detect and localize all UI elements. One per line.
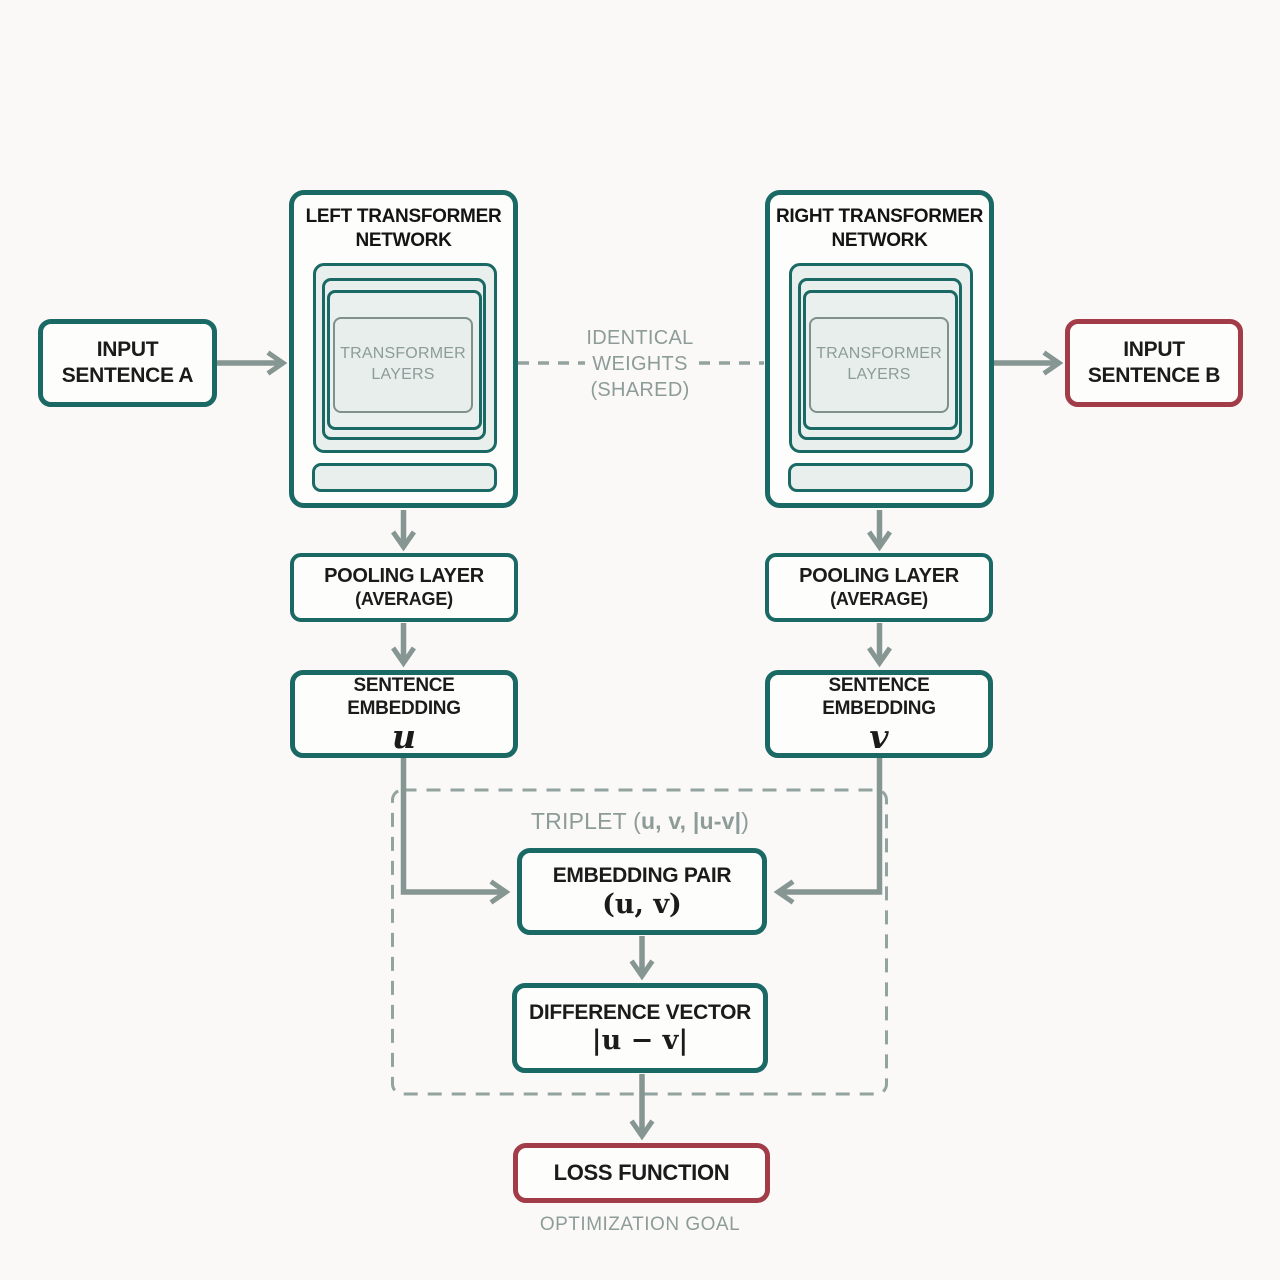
left-pooling-layer-box: POOLING LAYER (AVERAGE) (290, 553, 518, 622)
loss-function-box: LOSS FUNCTION (513, 1143, 770, 1203)
right-transformer-output-bar (788, 463, 973, 492)
embedding-pair-box: EMBEDDING PAIR (u, v) (517, 848, 767, 935)
left-transformer-network-box: LEFT TRANSFORMER NETWORK TRANSFORMER LAY… (289, 190, 518, 508)
right-transformer-stack: TRANSFORMER LAYERS (789, 263, 973, 453)
sentence-embedding-v-label: SENTENCE EMBEDDING (822, 674, 936, 719)
identical-weights-label: IDENTICAL WEIGHTS (SHARED) (586, 327, 694, 401)
embedding-v-symbol: v (869, 716, 889, 756)
input-sentence-a-label: INPUT SENTENCE A (61, 338, 194, 387)
right-transformer-layers-core: TRANSFORMER LAYERS (809, 317, 949, 413)
sentence-embedding-u-label: SENTENCE EMBEDDING (347, 674, 461, 719)
left-pooling-label: POOLING LAYER (324, 565, 484, 588)
triplet-label: TRIPLET (u, v, |u-v|) (530, 808, 750, 834)
input-sentence-a-box: INPUT SENTENCE A (38, 319, 217, 407)
right-transformer-stack-layer: TRANSFORMER LAYERS (803, 290, 958, 430)
left-transformer-stack-layer: TRANSFORMER LAYERS (327, 290, 482, 430)
right-transformer-stack-layer: TRANSFORMER LAYERS (798, 278, 962, 440)
sentence-embedding-v-box: SENTENCE EMBEDDING v (765, 670, 993, 758)
right-pooling-label: POOLING LAYER (799, 565, 959, 588)
sentence-embedding-u-box: SENTENCE EMBEDDING u (290, 670, 518, 758)
embedding-pair-label: EMBEDDING PAIR (552, 864, 732, 888)
left-transformer-output-bar (312, 463, 497, 492)
optimization-goal-label: OPTIMIZATION GOAL (539, 1214, 741, 1235)
input-sentence-b-box: INPUT SENTENCE B (1065, 319, 1243, 407)
right-transformer-network-box: RIGHT TRANSFORMER NETWORK TRANSFORMER LA… (765, 190, 994, 508)
left-transformer-stack-layer: TRANSFORMER LAYERS (322, 278, 486, 440)
left-transformer-layers-core: TRANSFORMER LAYERS (333, 317, 473, 413)
difference-vector-label: DIFFERENCE VECTOR (528, 1000, 752, 1024)
right-transformer-network-title: RIGHT TRANSFORMER NETWORK (775, 206, 984, 251)
input-sentence-b-label: INPUT SENTENCE B (1087, 338, 1221, 387)
difference-vector-box: DIFFERENCE VECTOR |u − v| (512, 983, 768, 1073)
embedding-pair-symbol: (u, v) (602, 888, 682, 920)
difference-vector-symbol: |u − v| (591, 1025, 689, 1057)
embedding-u-symbol: u (392, 716, 416, 756)
left-transformer-network-title: LEFT TRANSFORMER NETWORK (305, 206, 502, 251)
right-pooling-sublabel: (AVERAGE) (830, 589, 928, 610)
left-transformer-stack: TRANSFORMER LAYERS (313, 263, 497, 453)
loss-function-label: LOSS FUNCTION (553, 1159, 730, 1185)
right-pooling-layer-box: POOLING LAYER (AVERAGE) (765, 553, 993, 622)
left-pooling-sublabel: (AVERAGE) (355, 589, 453, 610)
